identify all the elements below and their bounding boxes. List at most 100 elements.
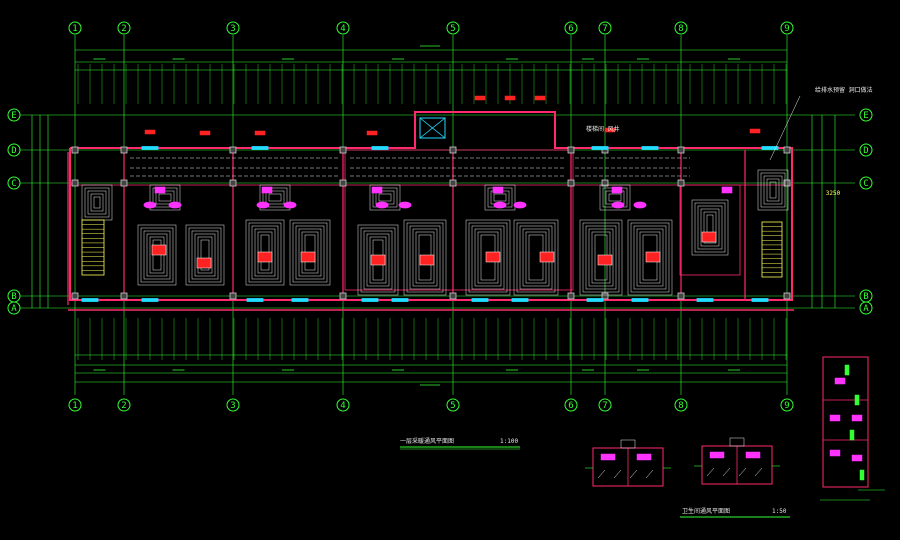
axis-bubble-top-3: 3	[226, 21, 240, 35]
heating-coil	[493, 193, 507, 202]
heating-coil	[268, 193, 282, 202]
heating-coil	[378, 193, 392, 202]
heating-coil	[409, 225, 441, 290]
detail-plan-left-pipe	[645, 469, 654, 479]
axis-bubble-right-A-circle	[859, 301, 873, 315]
heating-coil	[248, 222, 282, 283]
axis-bubble-bottom-6-circle	[564, 398, 578, 412]
fixture-oval	[375, 201, 389, 209]
axis-bubble-right-B: B	[859, 289, 873, 303]
axis-bubble-bottom-4: 4	[336, 398, 350, 412]
exterior-wall	[69, 111, 793, 301]
detail-plan-right	[694, 437, 780, 485]
fixture-oval	[283, 201, 297, 209]
window-opening	[251, 146, 269, 150]
heating-coil	[588, 228, 614, 287]
fixture-box	[371, 186, 383, 194]
axis-bubble-right-E-circle	[859, 108, 873, 122]
detail-plan-left	[585, 439, 671, 487]
heating-coil	[627, 219, 673, 296]
detail-plan-right-pipe	[738, 467, 747, 477]
fixture-oval	[513, 201, 527, 209]
window-opening	[361, 298, 379, 302]
column-square	[783, 292, 791, 300]
column-square	[783, 179, 791, 187]
fixture-box	[261, 186, 273, 194]
heating-coil	[298, 228, 322, 277]
axis-bubble-bottom-4-circle	[336, 398, 350, 412]
axis-bubble-top-6: 6	[564, 21, 578, 35]
heating-coil	[265, 190, 285, 205]
detail-pipe	[849, 429, 855, 441]
heating-coil	[766, 178, 780, 202]
axis-bubble-left-A-label: A	[11, 304, 17, 314]
axis-bubble-bottom-8: 8	[674, 398, 688, 412]
column-square	[229, 292, 237, 300]
axis-bubble-top-3-label: 3	[230, 24, 235, 34]
fixture-oval	[256, 201, 270, 209]
fixture-oval	[633, 201, 647, 209]
column-square	[339, 179, 347, 187]
axis-bubble-top-3-circle	[226, 21, 240, 35]
column-square	[449, 146, 457, 154]
axis-bubble-bottom-6: 6	[564, 398, 578, 412]
detail-plan-right-pipe	[722, 467, 731, 477]
detail-plan-left-pipe	[613, 469, 622, 479]
heating-coil	[694, 202, 726, 253]
detail-fixture	[829, 449, 841, 457]
radiator-marker	[534, 95, 546, 101]
axis-bubble-left-D-label: D	[11, 146, 16, 156]
window-opening	[696, 298, 714, 302]
right-dimension-label: 3250	[826, 190, 841, 197]
heating-coil	[763, 175, 783, 205]
axis-bubble-bottom-6-label: 6	[568, 401, 573, 411]
manifold-labels	[144, 95, 761, 269]
axis-bubble-right-C-label: C	[863, 179, 868, 189]
heating-coil	[143, 230, 171, 280]
axis-bubble-left-A-circle	[7, 301, 21, 315]
window-opening	[471, 298, 489, 302]
axis-bubble-top-1-label: 1	[72, 24, 77, 34]
axis-bubble-right-D-label: D	[863, 146, 868, 156]
axis-bubble-top-4: 4	[336, 21, 350, 35]
column-square	[601, 179, 609, 187]
heating-coil	[582, 222, 620, 293]
column-square	[567, 146, 575, 154]
axis-bubble-bottom-3-circle	[226, 398, 240, 412]
axis-bubble-bottom-7: 7	[598, 398, 612, 412]
heating-coil	[468, 222, 508, 293]
stair-room-label: 楼梯间 风井	[586, 125, 620, 133]
heating-coil	[251, 225, 279, 280]
axis-bubble-left-A: A	[7, 301, 21, 315]
axis-bubble-bottom-9-label: 9	[784, 401, 789, 411]
ductwork	[130, 157, 690, 177]
heating-coil	[254, 228, 276, 277]
axis-bubble-right-B-label: B	[863, 292, 868, 302]
window-opening	[641, 146, 659, 150]
axis-bubble-left-B: B	[7, 289, 21, 303]
axis-bubble-left-B-label: B	[11, 292, 16, 302]
heating-coil	[700, 208, 720, 247]
detail-plan-right-fixture	[709, 451, 725, 459]
axis-bubble-right-E-label: E	[863, 111, 868, 121]
column-square	[339, 292, 347, 300]
heating-coil	[363, 230, 393, 290]
column-square	[229, 146, 237, 154]
window-opening	[291, 298, 309, 302]
heating-coil	[146, 233, 168, 277]
heating-coil	[697, 205, 723, 250]
column-square	[567, 179, 575, 187]
axis-bubble-bottom-5: 5	[446, 398, 460, 412]
column-square	[71, 292, 79, 300]
detail-plan-right-duct	[729, 437, 745, 447]
window-opening	[246, 298, 264, 302]
axis-bubble-top-8: 8	[674, 21, 688, 35]
manifold-box	[419, 254, 435, 266]
detail-vertical-wall	[822, 356, 869, 488]
heating-coil	[191, 230, 219, 280]
heating-coil	[158, 193, 172, 202]
heating-coil	[366, 233, 390, 287]
axis-bubble-left-E-circle	[7, 108, 21, 122]
detail-fixture	[851, 454, 863, 462]
